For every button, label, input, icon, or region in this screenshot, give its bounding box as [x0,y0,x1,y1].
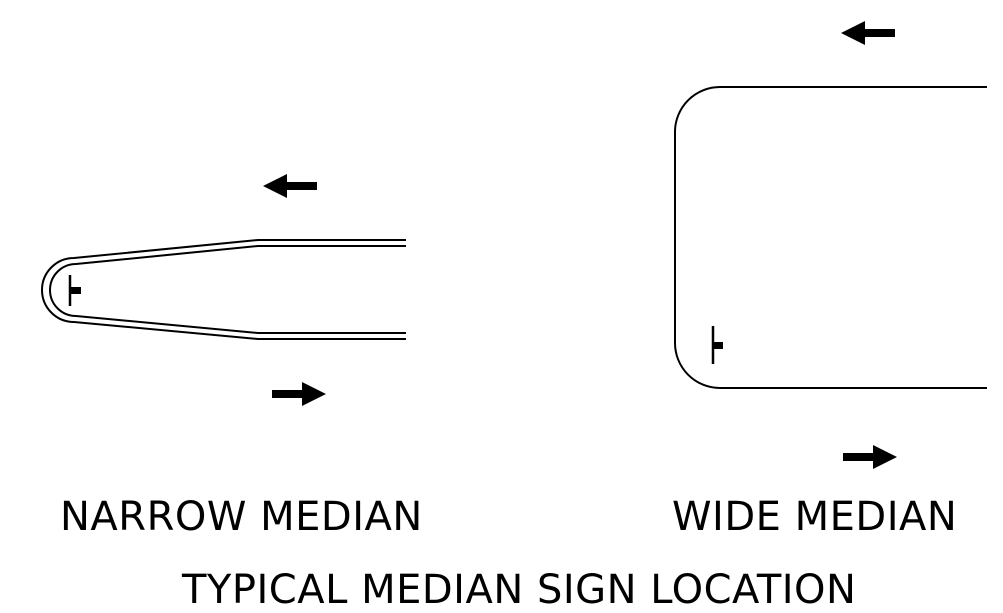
sign-post-icon [711,326,723,364]
wide-median-outline [674,86,987,389]
wide-median-label: WIDE MEDIAN [672,494,958,540]
arrow-right-icon [843,445,897,469]
narrow-median-outer-edge [41,239,406,340]
arrow-left-icon [263,174,317,198]
sign-post-icon [68,275,81,306]
narrow-median-figure [41,174,406,406]
narrow-median-label: NARROW MEDIAN [60,494,423,540]
narrow-median-inner-edge [49,245,406,334]
wide-median-figure [674,21,987,469]
arrow-right-icon [272,382,326,406]
arrow-left-icon [841,21,895,45]
diagram-caption: TYPICAL MEDIAN SIGN LOCATION [182,567,857,613]
